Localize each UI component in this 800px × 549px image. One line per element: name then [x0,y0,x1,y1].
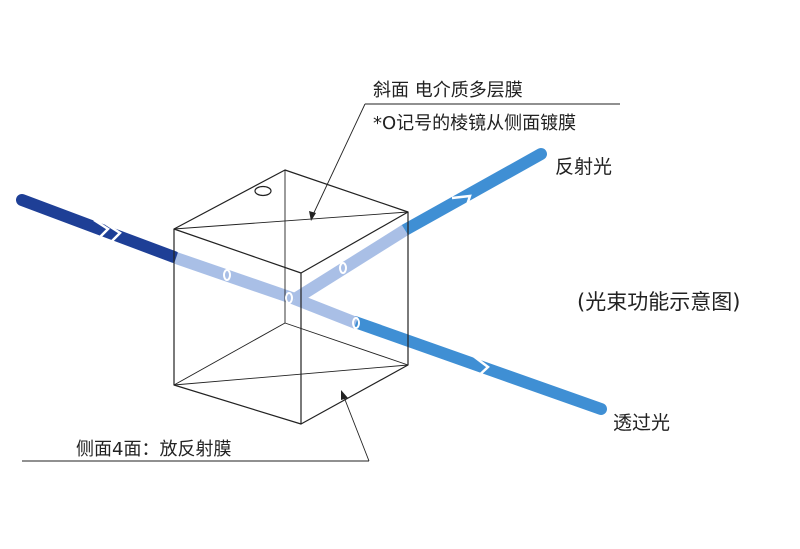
label-coating-note: *O记号的棱镜从侧面镀膜 [373,113,576,134]
prism-cube [173,169,409,425]
transmitted-arrow-icon [471,354,490,381]
incident-arrow-icon [105,222,122,246]
callout-side-leader [341,391,370,462]
inside-beam-incident [174,252,297,305]
label-hypotenuse: 斜面 电介质多层膜 [373,80,523,101]
callout-arrowhead-icon [341,390,348,400]
incident-beam [16,194,180,263]
callout-arrowhead-icon [309,211,316,221]
hypotenuse-line [173,364,409,386]
o-ring-icon [352,317,360,329]
inside-beam-reflected [291,224,409,305]
inside-beam-transmitted [292,293,359,329]
label-side-faces: 侧面4面：放反射膜 [76,439,231,460]
o-ring-icon [223,269,231,281]
cube-back-edge [284,322,409,366]
cube-back-edge [173,322,286,386]
cube-top-face [173,169,409,274]
marker-o-icon [254,185,272,197]
callout-hypotenuse-leader [310,103,366,220]
reflected-arrow-icon [451,194,472,215]
transmitted-beam [349,316,607,415]
label-function: (光束功能示意图) [577,290,740,314]
o-ring-icon [339,262,347,274]
incident-arrow-icon [93,218,110,242]
label-reflected: 反射光 [555,156,612,178]
cube-front-edges [173,229,302,425]
reflected-beam [399,148,547,236]
beam-markers [223,262,360,329]
hypotenuse-line [173,211,409,230]
o-ring-icon [285,292,293,304]
label-transmitted: 透过光 [613,412,670,434]
